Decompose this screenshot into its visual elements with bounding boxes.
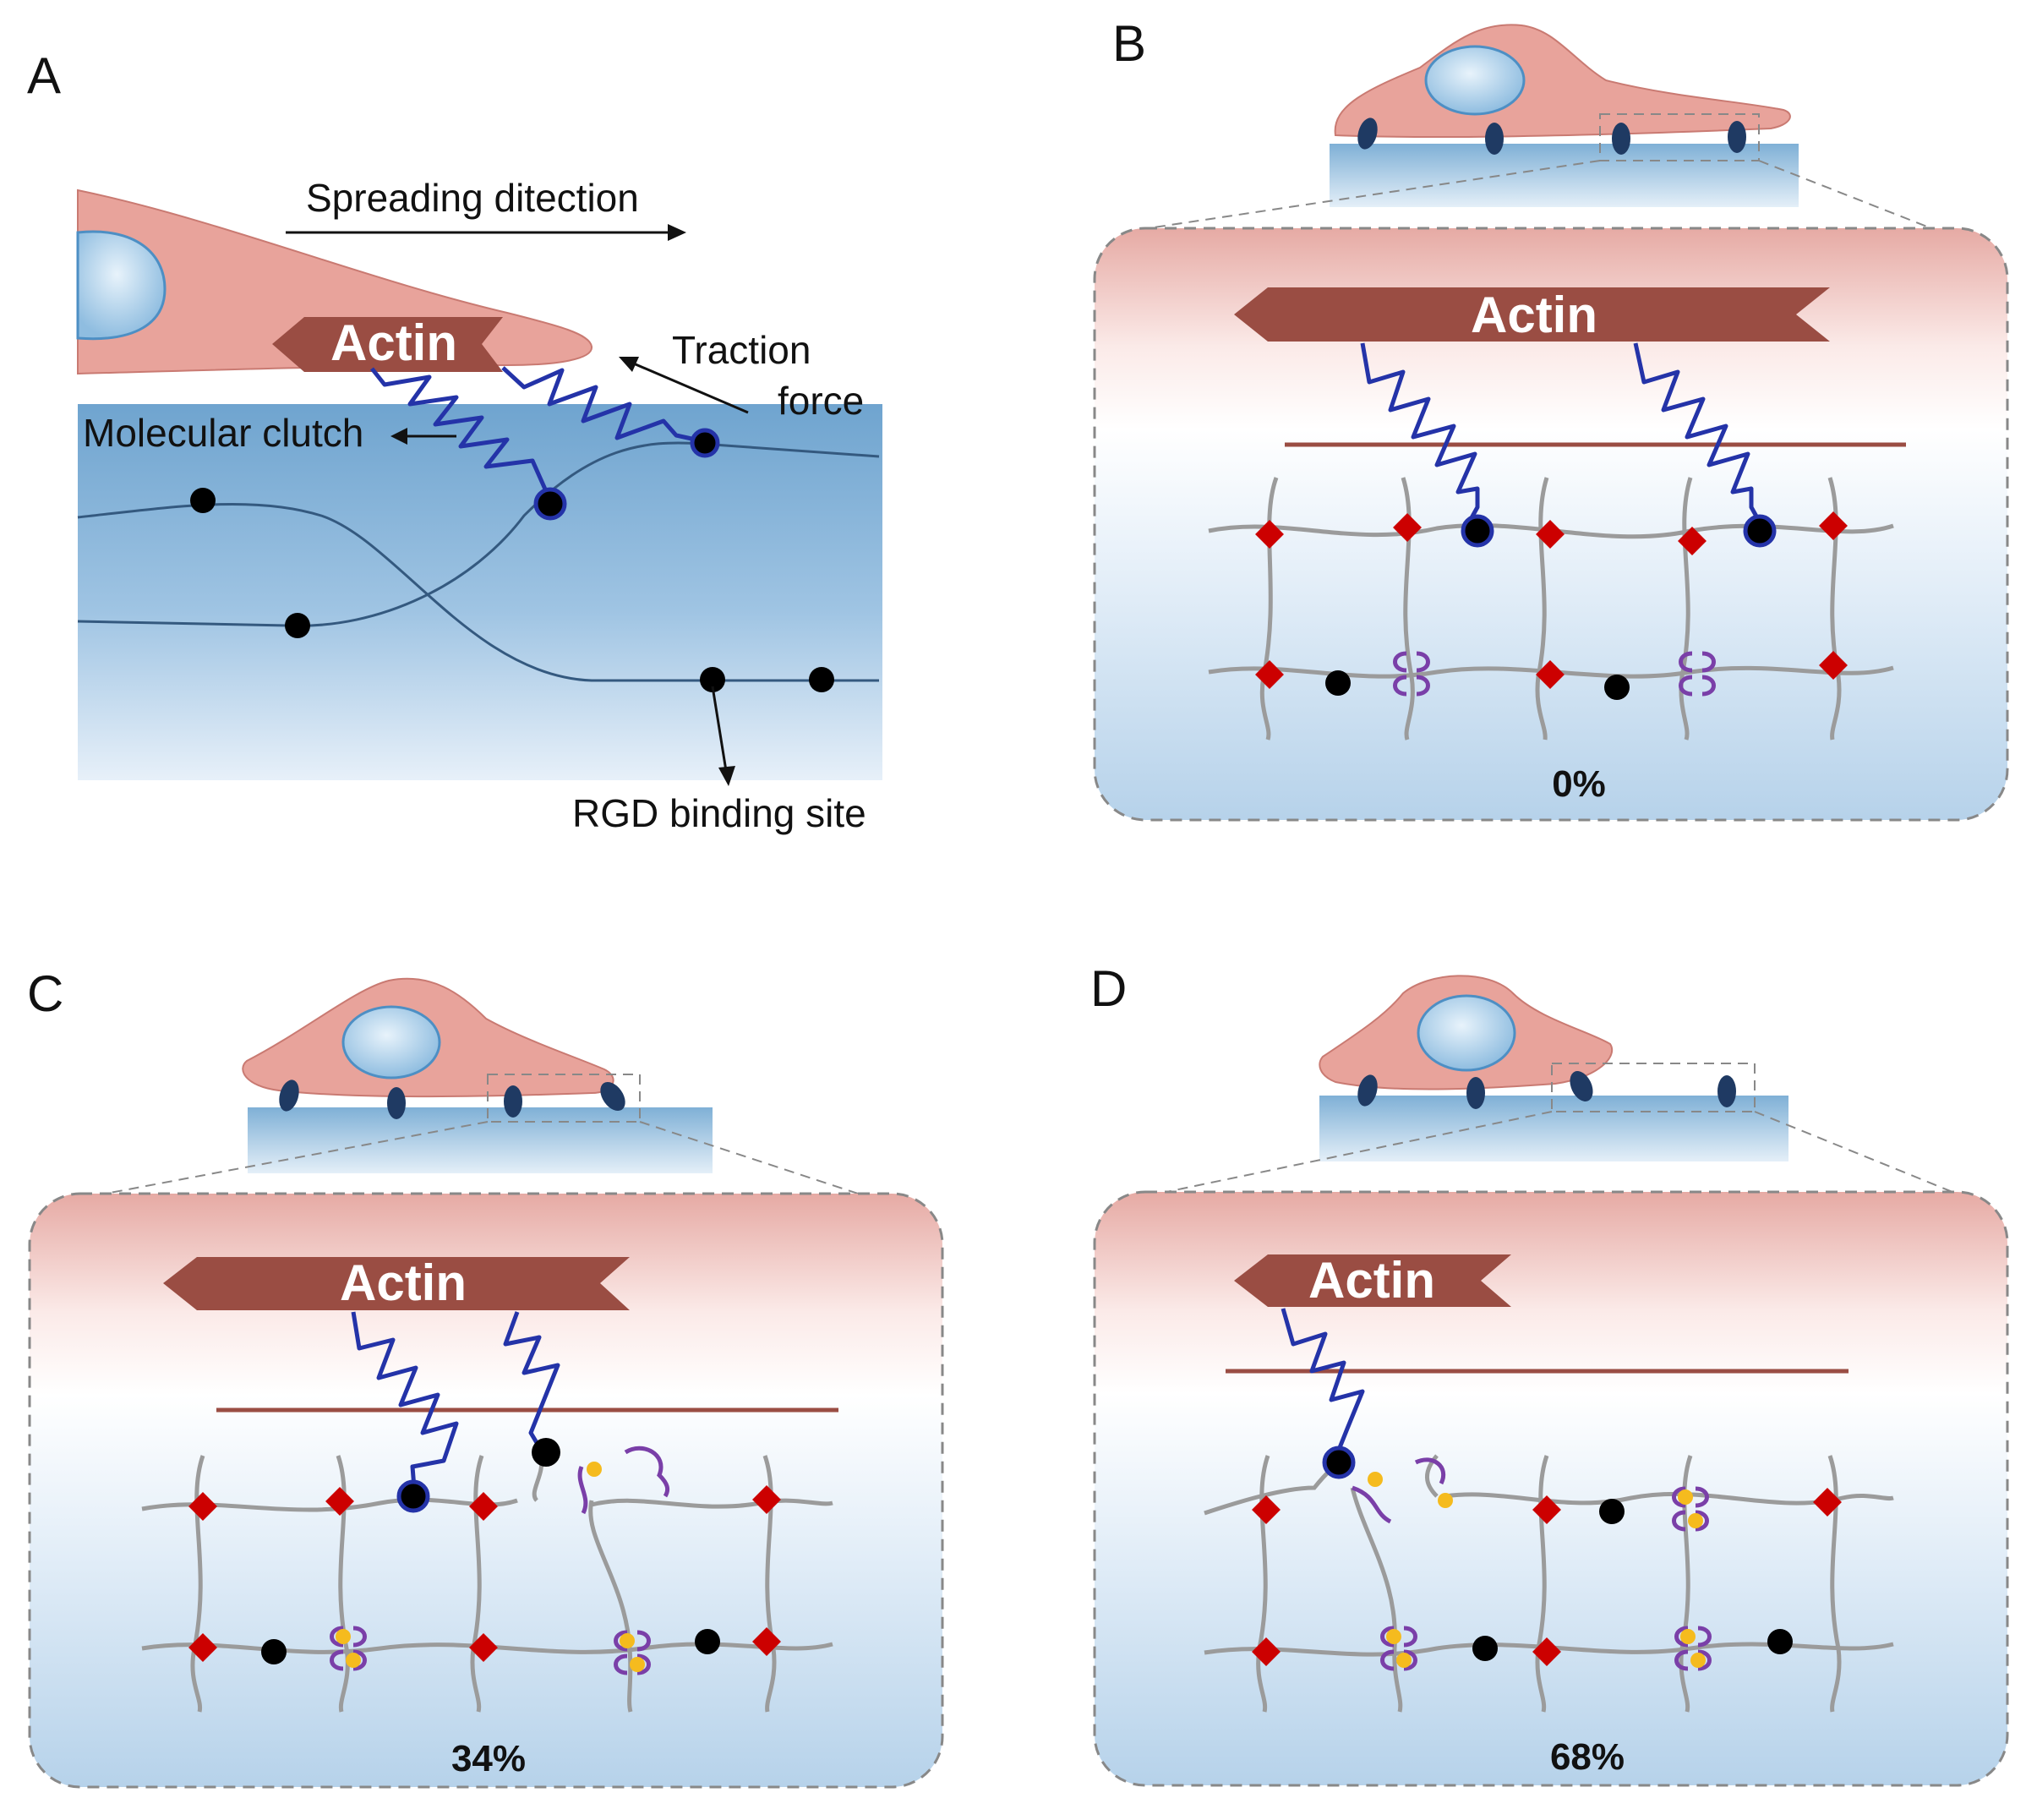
molecular-clutch — [370, 367, 552, 500]
rgd-label: RGD binding site — [572, 791, 866, 835]
focal-adhesion — [1357, 1074, 1378, 1107]
focal-adhesion — [279, 1079, 299, 1112]
rgd-site — [190, 488, 216, 513]
dissociated-host — [577, 1446, 670, 1515]
spreading-arrowhead — [668, 224, 686, 241]
focal-adhesion — [387, 1087, 406, 1119]
rgd-site — [285, 613, 310, 638]
rgd-site — [532, 1438, 560, 1467]
zoom-line — [105, 1121, 489, 1194]
rgd-site — [700, 667, 725, 692]
substrate — [78, 404, 882, 780]
focal-adhesion — [1728, 121, 1746, 153]
percent-label: 34% — [451, 1738, 526, 1779]
actin-arrow — [1234, 287, 1830, 342]
traction-label: Traction — [672, 328, 811, 372]
molecular-clutch — [501, 366, 704, 444]
actin-label: Actin — [330, 314, 457, 371]
focal-adhesion — [1717, 1075, 1736, 1107]
molecular-clutch — [1633, 342, 1762, 524]
zoom-region — [1551, 1063, 1756, 1112]
rgd-arrow — [711, 686, 729, 777]
rgd-site-bound — [396, 1479, 430, 1513]
focal-adhesion — [1612, 123, 1630, 155]
focal-adhesion — [504, 1085, 522, 1118]
traction-arrow — [629, 360, 749, 414]
clutch-label: Molecular clutch — [83, 411, 363, 455]
zoom-line — [1754, 1111, 1953, 1193]
traction-label-2: force — [778, 379, 864, 423]
actin-arrow — [272, 317, 503, 372]
polymer-chain — [77, 502, 879, 682]
substrate — [1330, 144, 1799, 207]
focal-adhesion — [600, 1081, 625, 1112]
crosslinks — [188, 1485, 781, 1662]
traction-arrowhead — [619, 357, 639, 372]
molecular-clutch — [1281, 1308, 1365, 1455]
panel-d-letter: D — [1090, 960, 1127, 1017]
crosslinks — [1252, 1488, 1842, 1666]
zoom-line — [1136, 160, 1601, 231]
zoom-line — [1758, 160, 1936, 231]
actin-label: Actin — [340, 1254, 467, 1311]
percent-label: 68% — [1550, 1736, 1625, 1778]
panel-b-letter: B — [1112, 15, 1146, 72]
rgd-site — [261, 1639, 287, 1664]
dissociated-host — [1352, 1457, 1453, 1524]
actin-arrow — [1234, 1254, 1511, 1307]
rgd-site-bound — [533, 487, 567, 521]
rgd-site — [1325, 670, 1351, 696]
rgd-site — [1599, 1499, 1625, 1524]
focal-adhesion — [1357, 118, 1378, 150]
polymer-chain — [77, 441, 880, 627]
actin-label: Actin — [1471, 287, 1597, 343]
substrate — [1319, 1096, 1788, 1161]
zoom-line — [639, 1121, 859, 1194]
zoom-line — [1166, 1111, 1553, 1193]
rgd-arrowhead — [718, 766, 735, 786]
rgd-site-bound — [690, 428, 720, 458]
nucleus — [76, 230, 167, 341]
rgd-site — [809, 667, 834, 692]
rgd-site-bound — [1322, 1446, 1356, 1479]
percent-label: 0% — [1552, 763, 1606, 805]
focal-adhesion — [1485, 123, 1504, 155]
rgd-site — [695, 1629, 720, 1654]
zoom-box — [1093, 1190, 2009, 1787]
rgd-site — [1472, 1636, 1498, 1661]
panel-b: B Actin — [1093, 15, 2009, 822]
rgd-site — [1767, 1629, 1793, 1654]
panel-a: A Actin Spreading ditection Traction for… — [27, 47, 882, 835]
focal-adhesion — [1570, 1071, 1593, 1101]
actin-arrow — [163, 1257, 630, 1310]
rgd-site — [1604, 675, 1630, 700]
nucleus — [1417, 994, 1516, 1072]
spreading-label: Spreading ditection — [306, 176, 639, 220]
molecular-clutch — [1360, 342, 1480, 524]
nucleus — [341, 1005, 441, 1079]
nucleus — [1424, 45, 1526, 116]
panel-a-letter: A — [27, 47, 61, 104]
panel-d: D Actin — [1090, 960, 2009, 1787]
molecular-clutch — [351, 1311, 459, 1489]
actin-label: Actin — [1308, 1252, 1435, 1309]
panel-c-letter: C — [27, 965, 63, 1022]
cell — [1334, 24, 1791, 138]
panel-c: C Actin — [27, 965, 944, 1789]
clutch-arrowhead — [390, 428, 407, 445]
rgd-site-bound — [1743, 514, 1777, 548]
molecular-clutch — [503, 1311, 560, 1451]
substrate — [248, 1107, 713, 1173]
focal-adhesion — [1466, 1077, 1485, 1109]
zoom-region — [487, 1074, 641, 1123]
rgd-site-bound — [1461, 514, 1494, 548]
